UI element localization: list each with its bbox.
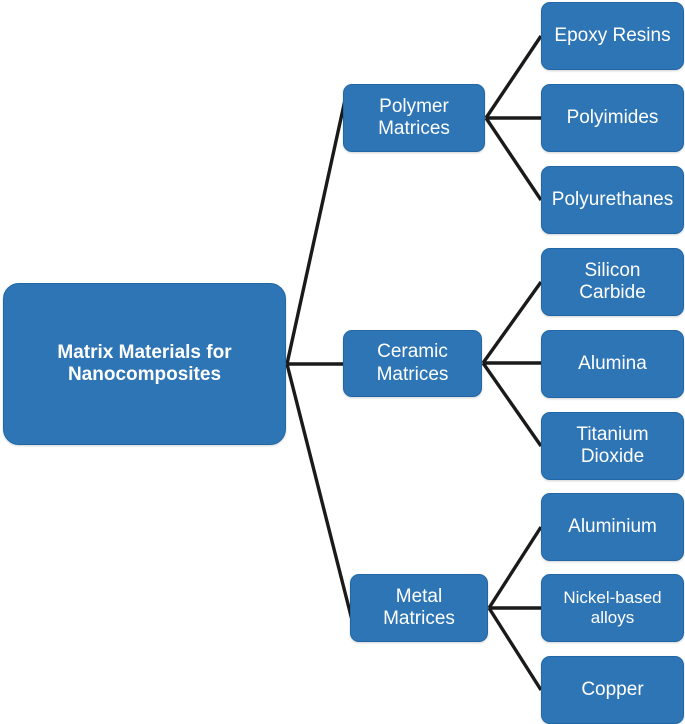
node-leaf-nickel-based-alloys[interactable]: Nickel-based alloys xyxy=(541,574,684,642)
node-leaf-aluminium[interactable]: Aluminium xyxy=(541,493,684,561)
node-leaf-polyimides-label: Polyimides xyxy=(566,106,659,128)
node-leaf-silicon-carbide-label: Silicon Carbide xyxy=(579,259,646,303)
node-branch-metal-label: Metal Matrices xyxy=(383,585,455,629)
node-root-matrix-materials[interactable]: Matrix Materials for Nanocomposites xyxy=(3,283,286,445)
node-root-label: Matrix Materials for Nanocomposites xyxy=(57,341,232,385)
node-leaf-aluminium-label: Aluminium xyxy=(568,515,657,537)
node-leaf-epoxy-resins-label: Epoxy Resins xyxy=(554,24,671,46)
node-leaf-polyimides[interactable]: Polyimides xyxy=(541,84,684,152)
node-branch-polymer-label: Polymer Matrices xyxy=(378,95,450,139)
edge-polymer-to-epoxy-resins xyxy=(484,35,543,119)
node-branch-ceramic-matrices[interactable]: Ceramic Matrices xyxy=(343,330,482,397)
edge-root-to-polymer xyxy=(285,99,347,365)
node-leaf-copper[interactable]: Copper xyxy=(541,656,684,724)
node-leaf-titanium-dioxide[interactable]: Titanium Dioxide xyxy=(541,412,684,480)
edge-ceramic-to-silicon-carbide xyxy=(481,281,543,364)
node-branch-metal-matrices[interactable]: Metal Matrices xyxy=(350,574,488,642)
edge-metal-to-copper xyxy=(487,607,543,691)
node-leaf-alumina-label: Alumina xyxy=(578,352,647,374)
edge-polymer-to-polyurethanes xyxy=(484,117,543,201)
edge-root-to-metal xyxy=(285,363,354,621)
edge-metal-to-aluminium xyxy=(487,526,543,609)
node-branch-polymer-matrices[interactable]: Polymer Matrices xyxy=(343,84,485,152)
node-leaf-titanium-dioxide-label: Titanium Dioxide xyxy=(576,423,649,467)
node-leaf-nickel-based-alloys-label: Nickel-based alloys xyxy=(563,587,662,627)
node-branch-ceramic-label: Ceramic Matrices xyxy=(376,341,449,385)
node-leaf-polyurethanes[interactable]: Polyurethanes xyxy=(541,166,684,234)
node-leaf-epoxy-resins[interactable]: Epoxy Resins xyxy=(541,2,684,70)
node-leaf-silicon-carbide[interactable]: Silicon Carbide xyxy=(541,248,684,316)
node-leaf-alumina[interactable]: Alumina xyxy=(541,330,684,398)
node-leaf-polyurethanes-label: Polyurethanes xyxy=(551,188,674,210)
node-leaf-copper-label: Copper xyxy=(581,678,644,700)
edge-ceramic-to-titanium-dioxide xyxy=(481,362,543,447)
